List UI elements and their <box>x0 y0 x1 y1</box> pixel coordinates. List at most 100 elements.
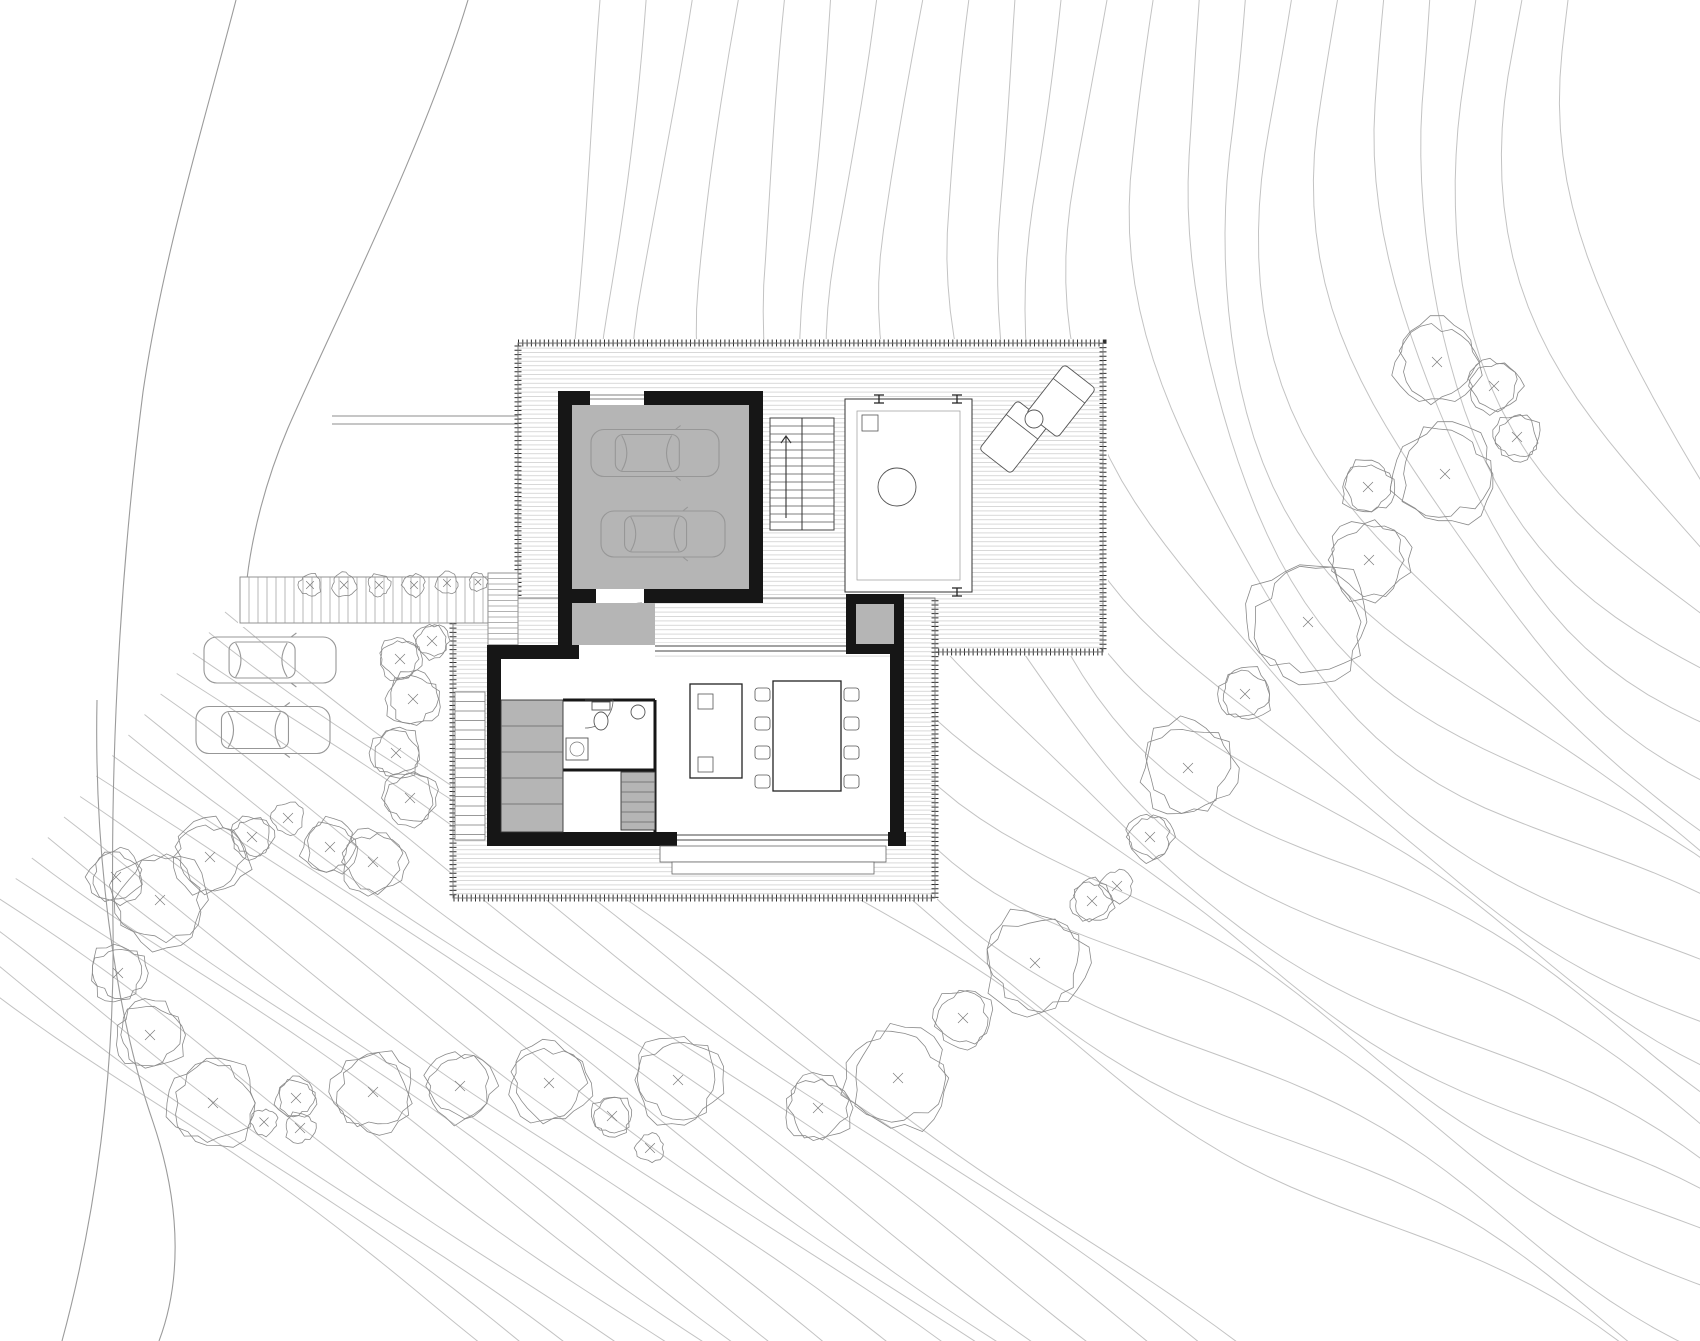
contour-line <box>0 931 564 1341</box>
tree <box>108 853 209 953</box>
bush <box>434 570 459 595</box>
tree-center-mark <box>110 871 122 883</box>
tree <box>384 669 441 726</box>
tree-center-mark <box>259 1117 269 1127</box>
gray-room <box>620 771 656 831</box>
tree <box>381 771 439 829</box>
stair-direction-arrow <box>780 435 792 518</box>
wall <box>487 832 677 846</box>
tree-center-mark <box>404 792 416 804</box>
kitchen-island <box>689 683 743 779</box>
bush <box>331 571 358 598</box>
tree <box>298 815 359 875</box>
chair <box>754 745 771 760</box>
contour-line <box>946 0 1700 1093</box>
tree <box>273 1075 318 1118</box>
tree <box>1492 413 1541 463</box>
sink <box>630 704 646 720</box>
tree <box>1069 876 1116 923</box>
bush <box>367 573 392 598</box>
tree <box>1245 564 1368 686</box>
contour-line <box>799 0 1700 1189</box>
trees <box>84 315 1541 1164</box>
washer-drum <box>569 741 585 757</box>
retaining-wall-lines <box>332 415 518 425</box>
tree-center-mark <box>812 1102 824 1114</box>
contour-line <box>176 673 1087 1341</box>
tree-center-mark <box>339 580 349 590</box>
gray-room <box>500 699 564 833</box>
site-boundary-lines <box>61 0 469 1341</box>
column-symbol <box>952 587 962 597</box>
tree <box>230 815 276 861</box>
tree-center-mark <box>672 1074 684 1086</box>
tree-center-mark <box>112 967 124 979</box>
tree-center-mark <box>294 1122 306 1134</box>
outdoor-table <box>877 467 917 507</box>
tree-center-mark <box>644 1142 656 1154</box>
contour-line <box>1065 0 1700 960</box>
tree <box>1217 666 1271 720</box>
tree <box>412 623 451 661</box>
tree <box>1098 868 1134 905</box>
contour-line <box>31 857 703 1341</box>
contour-line <box>1257 0 1700 832</box>
columns <box>874 394 962 597</box>
tree <box>590 1096 633 1138</box>
tree <box>423 1051 500 1127</box>
tree <box>368 726 420 779</box>
tree-center-mark <box>390 747 402 759</box>
tree-center-mark <box>394 653 406 665</box>
tree-center-mark <box>1111 880 1123 892</box>
terrace-steps <box>659 845 887 875</box>
contour-line <box>144 714 997 1341</box>
contour-line <box>762 0 1700 1229</box>
boundary-line <box>96 699 176 1341</box>
tree-center-mark <box>426 635 438 647</box>
contour-line <box>95 775 887 1341</box>
tree-center-mark <box>1431 356 1443 368</box>
contour-line <box>128 734 976 1341</box>
contour-line <box>224 611 1237 1341</box>
tree-center-mark <box>1511 431 1523 443</box>
tree-center-mark <box>374 580 384 590</box>
chair <box>754 716 771 731</box>
cars <box>195 425 726 758</box>
tree-center-mark <box>442 578 452 588</box>
deck-connector-steps <box>487 572 519 658</box>
contour-line <box>1454 0 1700 614</box>
tree-center-mark <box>1363 554 1375 566</box>
contour-line <box>1024 0 1700 1022</box>
tree-center-mark <box>1182 762 1194 774</box>
contour-line <box>1312 0 1700 781</box>
sun-loungers <box>980 365 1095 473</box>
contour-line <box>208 632 1199 1341</box>
tree-center-mark <box>290 1092 302 1104</box>
tree-center-mark <box>454 1080 466 1092</box>
tree <box>1139 715 1240 815</box>
contour-line <box>1128 0 1700 894</box>
tree-center-mark <box>305 580 315 590</box>
tree-center-mark <box>246 831 258 843</box>
tree-center-mark <box>407 693 419 705</box>
tree <box>379 637 423 681</box>
tree <box>634 1036 725 1126</box>
tree-center-mark <box>367 856 379 868</box>
stairwell <box>769 417 835 531</box>
chair <box>843 716 860 731</box>
tree-center-mark <box>207 1097 219 1109</box>
tree-center-mark <box>409 580 419 590</box>
contour-line <box>1500 0 1700 548</box>
tree <box>173 815 253 896</box>
tree <box>785 1072 854 1142</box>
tree <box>840 1022 950 1132</box>
tree-center-mark <box>1439 468 1451 480</box>
tree <box>508 1038 594 1125</box>
contour-line <box>0 966 520 1341</box>
contour-line <box>47 837 732 1341</box>
contour-line <box>15 878 666 1341</box>
column-symbol <box>874 394 884 404</box>
contour-line <box>1224 0 1700 852</box>
tree-center-mark <box>154 894 166 906</box>
contour-line <box>112 755 942 1341</box>
